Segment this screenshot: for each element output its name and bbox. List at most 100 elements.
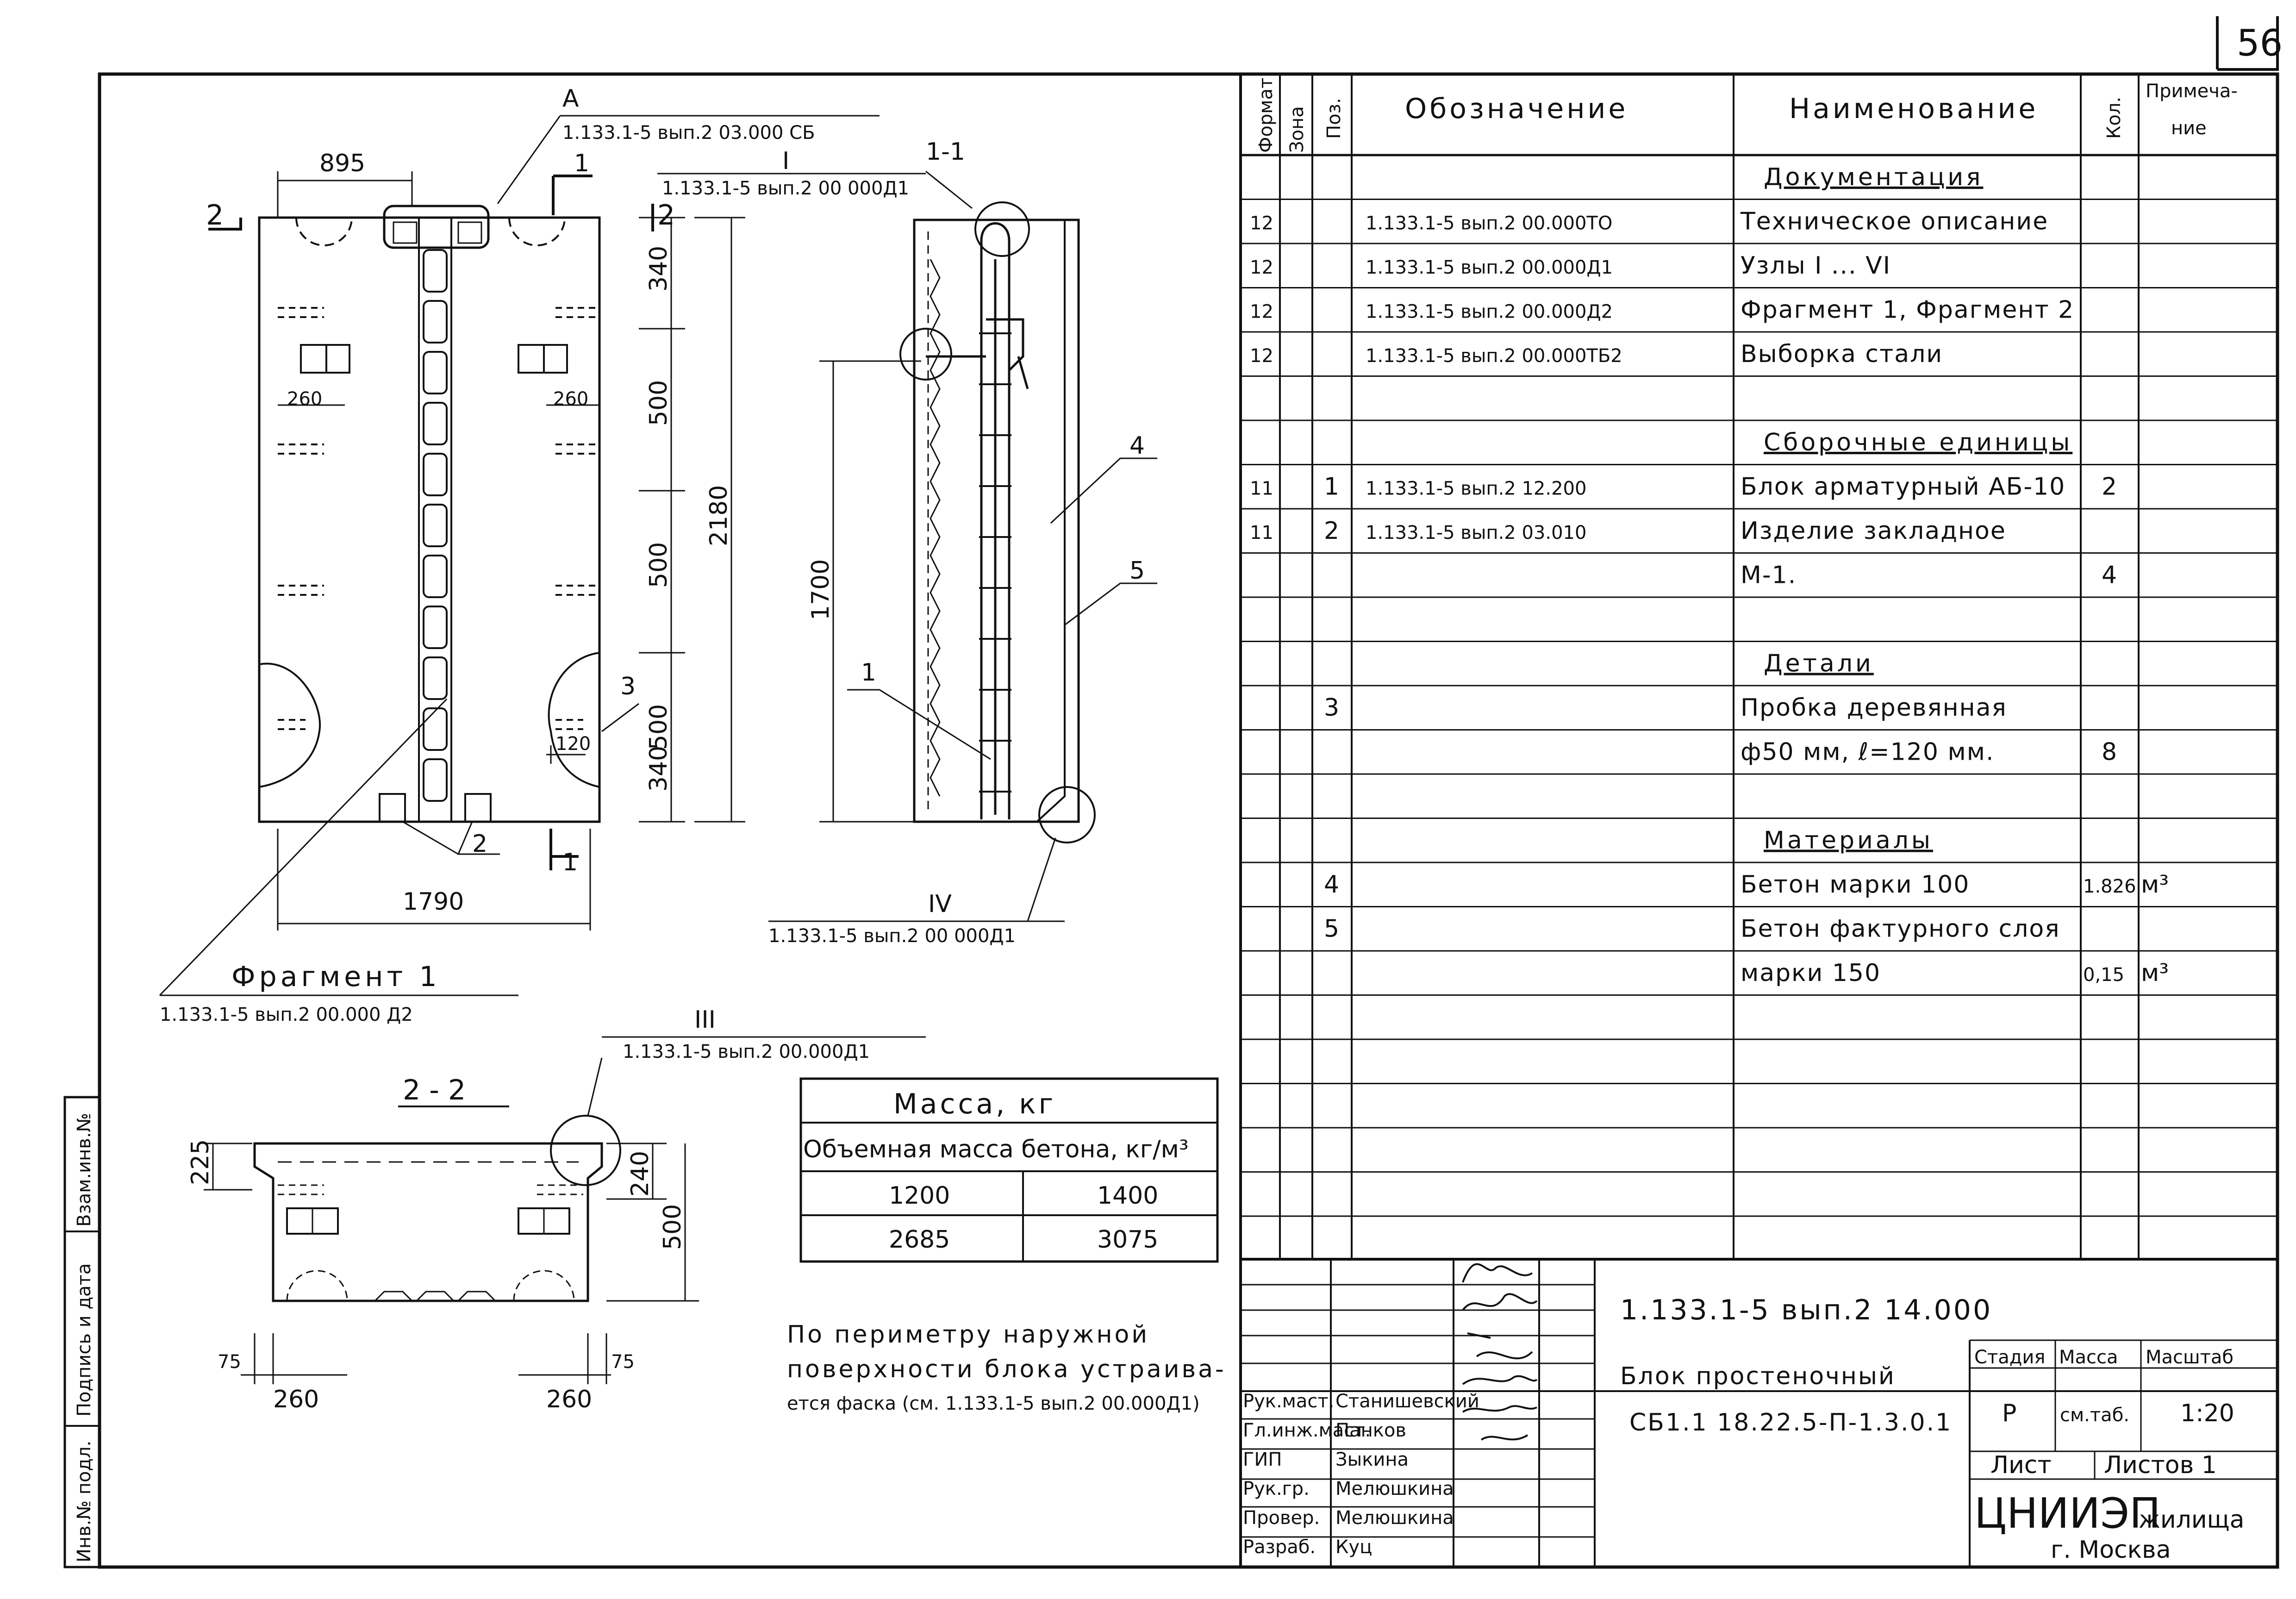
row-name: Техническое описание	[1740, 207, 2048, 235]
row-qty: 8	[2102, 738, 2117, 766]
row-name: Детали	[1764, 650, 1874, 677]
row-pos: 5	[1324, 915, 1339, 943]
stage-value: Р	[2002, 1399, 2016, 1427]
dim-75-left: 75	[218, 1351, 241, 1373]
general-note: По периметру наружной поверхности блока …	[787, 1321, 1224, 1414]
table-row: Материалы	[1764, 826, 1933, 854]
sheet-number-box: 56	[2216, 16, 2283, 71]
doc-code: 1.133.1-5 вып.2 14.000	[1620, 1294, 1992, 1326]
dim-340-bottom: 340	[645, 746, 673, 792]
dim-500-a: 500	[645, 380, 673, 426]
dim-2180: 2180	[705, 485, 733, 546]
table-row: ф50 мм, ℓ=120 мм.8	[1741, 738, 2117, 766]
node-1-label: I	[782, 147, 789, 175]
header-qty: Кол.	[2103, 97, 2125, 139]
dim-240: 240	[626, 1151, 654, 1197]
row-format: 11	[1250, 478, 1273, 499]
dim-895: 895	[319, 150, 365, 177]
block-title-2: СБ1.1 18.22.5-П-1.3.0.1	[1629, 1409, 1952, 1437]
table-row: Детали	[1764, 650, 1874, 677]
sheet-label: Лист	[1990, 1451, 2052, 1479]
block-title-1: Блок простеночный	[1620, 1362, 1896, 1390]
fragment-doc: 1.133.1-5 вып.2 00.000 Д2	[160, 1004, 413, 1025]
row-designation: 1.133.1-5 вып.2 00.000Д1	[1366, 257, 1613, 278]
signature-role: Рук.гр.	[1243, 1478, 1310, 1499]
scale-label: Масштаб	[2146, 1347, 2234, 1368]
row-name: Материалы	[1764, 826, 1933, 854]
callout-5: 5	[1129, 557, 1145, 585]
cut-1-bottom: 1	[562, 849, 578, 876]
row-format: 12	[1250, 345, 1273, 367]
section-2-2-view: 2 - 2 III 1.133.1-5 вып.2 00.000Д1	[187, 1006, 926, 1413]
density-1400: 1400	[1097, 1182, 1158, 1210]
node-4-label: IV	[928, 890, 952, 918]
stage-label: Стадия	[1974, 1347, 2045, 1368]
table-row: Документация	[1764, 163, 1983, 191]
callout-3: 3	[620, 673, 636, 700]
table-row-lines	[1241, 154, 2277, 1217]
row-name: М-1.	[1741, 561, 1797, 589]
node-1-doc: 1.133.1-5 вып.2 00 000Д1	[662, 178, 909, 199]
mass-label: Масса	[2059, 1347, 2118, 1368]
row-format: 11	[1250, 522, 1273, 543]
dim-1700: 1700	[807, 559, 835, 620]
table-row: марки 150 0,15 м³	[1741, 959, 2169, 987]
stamp-orig-inv: Инв.№ подл.	[74, 1441, 95, 1562]
row-designation: 1.133.1-5 вып.2 00.000ТБ2	[1366, 345, 1622, 367]
row-designation: 1.133.1-5 вып.2 12.200	[1366, 478, 1586, 499]
cut-1-top: 1	[574, 150, 589, 177]
callout-2: 2	[472, 830, 487, 858]
row-name: Документация	[1764, 163, 1983, 191]
header-name: Наименование	[1789, 93, 2038, 125]
row-qty: 2	[2102, 473, 2117, 500]
signature-name: Мелюшкина	[1335, 1507, 1454, 1529]
dim-260-left: 260	[287, 388, 322, 410]
fragment-title: Фрагмент 1	[231, 961, 441, 993]
mass-3075: 3075	[1097, 1226, 1158, 1254]
header-note-1: Примеча-	[2146, 81, 2238, 102]
section-a-label: А	[562, 85, 579, 112]
row-note: м³	[2141, 871, 2169, 899]
cut-2-top: 2	[206, 199, 224, 231]
density-1200: 1200	[889, 1182, 950, 1210]
signature-name: Панков	[1335, 1420, 1406, 1441]
row-name: марки 150	[1741, 959, 1881, 987]
signatures	[1462, 1263, 1538, 1441]
signature-name: Куц	[1335, 1537, 1372, 1558]
section-1-1-title: 1-1	[926, 138, 965, 166]
dim-120: 120	[555, 733, 591, 755]
org-sub: жилища	[2139, 1506, 2245, 1534]
row-name: Пробка деревянная	[1741, 694, 2007, 722]
row-note: м³	[2141, 959, 2169, 987]
row-qty: 0,15	[2083, 964, 2124, 986]
org-city: г. Москва	[2051, 1536, 2171, 1564]
mass-table: Масса, кг Объемная масса бетона, кг/м³ 1…	[799, 1077, 1219, 1263]
node-4-doc: 1.133.1-5 вып.2 00 000Д1	[768, 925, 1016, 947]
signature-role: Гл.инж.маст.	[1243, 1420, 1371, 1441]
signature-role: Разраб.	[1243, 1537, 1316, 1558]
node-3-label: III	[694, 1006, 716, 1034]
mass-title: Масса, кг	[893, 1088, 1056, 1120]
sheet-number: 56	[2237, 23, 2283, 64]
note-line-1: По периметру наружной	[787, 1321, 1149, 1349]
header-zone: Зона	[1286, 106, 1308, 153]
sheets-label: Листов 1	[2104, 1451, 2217, 1479]
dim-500-b: 500	[645, 542, 673, 588]
header-note-2: ние	[2171, 118, 2207, 139]
reinforcement-links	[423, 249, 448, 802]
dim-500-section: 500	[659, 1204, 686, 1250]
wall-plugs	[259, 307, 600, 788]
title-block: 1.133.1-5 вып.2 14.000 Блок простеночный…	[1241, 1258, 2277, 1567]
elevation-view: 895 260 260 340 500 500 500 340 2180 179…	[159, 85, 926, 1025]
mass-2685: 2685	[889, 1226, 950, 1254]
dim-500-c: 500	[645, 704, 673, 750]
note-line-3: ется фаска (см. 1.133.1-5 вып.2 00.000Д1…	[787, 1393, 1200, 1414]
row-pos: 4	[1324, 871, 1339, 899]
